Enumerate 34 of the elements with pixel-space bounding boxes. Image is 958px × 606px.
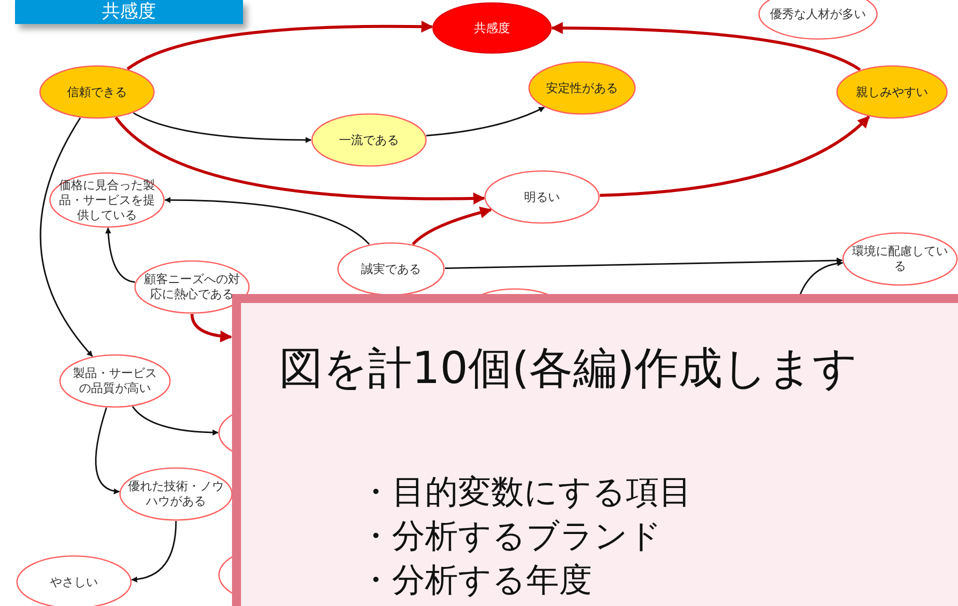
arrow [132,406,219,436]
oval-node: 信頼できる [39,65,155,119]
arrow [444,258,843,269]
list-item: ・分析するブランド [359,515,662,557]
arrow [105,227,136,283]
oval-node: 親しみやすい [836,65,948,119]
arrow [40,118,93,357]
oval-node: 製品・サービスの品質が高い [59,354,171,408]
arrow [95,407,120,494]
arrow [164,197,370,245]
arrow [190,314,232,342]
arrow [550,22,861,72]
oval-node: 明るい [484,170,600,224]
oval-node: 価格に見合った製品・サービスを提供している [49,172,165,228]
title-banner: 共感度 [15,0,243,24]
note-panel [232,294,958,606]
arrow [114,116,486,204]
list-item: ・分析する年度 [359,559,592,601]
oval-node: 一流である [311,113,427,167]
arrow [426,106,545,136]
arrow [133,112,312,143]
oval-node: 共感度 [432,2,552,54]
arrow [131,520,177,582]
arrow [126,20,434,70]
oval-node: 環境に配慮している [842,232,958,286]
oval-node: 顧客ニーズへの対応に熱心である [134,260,250,314]
arrow [600,116,870,197]
arrow [799,260,844,296]
list-item: ・目的変数にする項目 [359,471,692,513]
panel-heading: 図を計10個(各編)作成します [279,342,858,396]
arrow [412,206,492,246]
oval-node: 優れた技術・ノウハウがある [119,467,233,521]
oval-node: 安定性がある [528,61,636,115]
oval-node: 誠実である [337,242,445,296]
